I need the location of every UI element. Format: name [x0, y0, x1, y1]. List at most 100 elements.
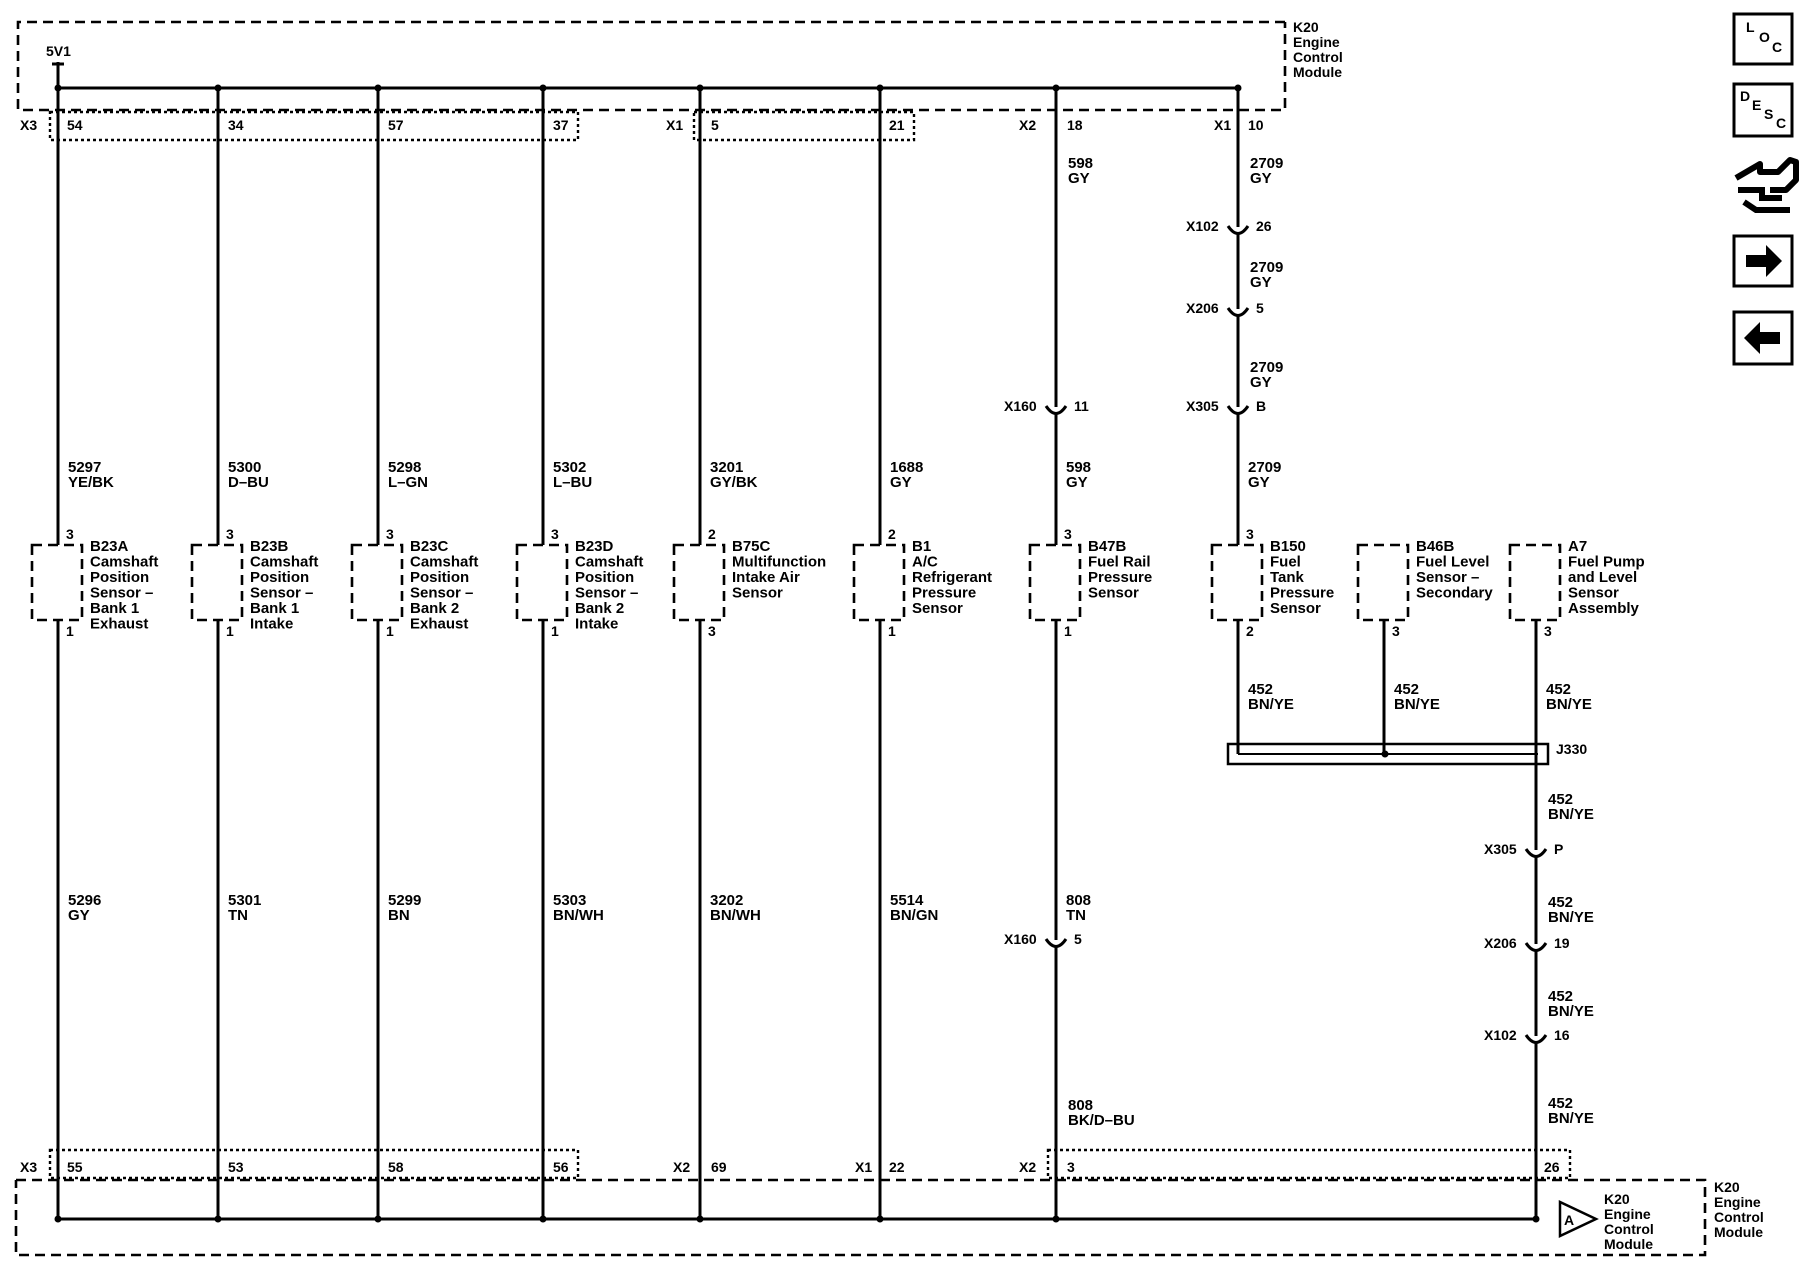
sensor-10-name-line-4: Sensor: [1568, 585, 1619, 602]
top-module-border: [16, 20, 1287, 112]
sensor-2-bottom-wire-num: 5301: [228, 892, 261, 909]
bottom-pin-55: 55: [67, 1159, 83, 1175]
sensor-9-box: [1356, 543, 1410, 622]
connector-x206-top-female: [1226, 307, 1250, 317]
connector-x206-bottom-pin: 19: [1554, 935, 1570, 951]
sensor-8-top-pin: 3: [1246, 526, 1254, 542]
sensor-5-name-line-2: Multifunction: [732, 554, 826, 571]
top-pin-10: 10: [1248, 117, 1264, 133]
previous-page-button[interactable]: [1732, 310, 1794, 366]
sensor-10-bottom-pin: 3: [1544, 623, 1552, 639]
connector-x206-bottom-name: X206: [1484, 935, 1517, 951]
sensor-5-bottom-junction: [696, 1215, 704, 1223]
connector-x305-bottom-female: [1524, 848, 1548, 858]
connector-x206-top-name: X206: [1186, 300, 1219, 316]
sensor-7-name-line-1: B47B: [1088, 538, 1127, 555]
sensor-6-bottom-pin: 1: [888, 623, 896, 639]
top-conn-x1b: X1: [1214, 117, 1231, 133]
connector-x102-top-pin: 26: [1256, 218, 1272, 234]
sensor-3-top-wire-color: L–GN: [388, 474, 428, 491]
connector-x160-bottom-female: [1044, 938, 1068, 948]
fuel-rail-bottom-extra-wire-num: 808: [1068, 1097, 1093, 1114]
sensor-1-name-line-5: Bank 1: [90, 600, 139, 617]
bottom-conn-x1: X1: [855, 1159, 872, 1175]
splice-j330-box: [1226, 742, 1550, 766]
next-page-button[interactable]: [1732, 234, 1794, 288]
sensor-8-bottom-pin: 2: [1246, 623, 1254, 639]
connector-x305-bottom: X305 P: [1484, 841, 1563, 867]
top-pin-57: 57: [388, 117, 404, 133]
sensor-6-box: [852, 543, 906, 622]
sensor-6-top-junction: [876, 84, 884, 92]
sensor-7-name-line-3: Pressure: [1088, 569, 1152, 586]
bottom-inner-label-2: Engine: [1604, 1206, 1651, 1222]
splice-j330-label: J330: [1556, 741, 1587, 757]
description-letter-d: D: [1740, 88, 1750, 104]
sensor-4-name-line-5: Bank 2: [575, 600, 624, 617]
bottom-conn-x2a: X2: [673, 1159, 690, 1175]
sensor-2-name-line-2: Camshaft: [250, 554, 318, 571]
connector-view-button[interactable]: [1734, 157, 1799, 213]
sensor-1-name-line-1: B23A: [90, 538, 129, 555]
description-letter-c: C: [1776, 115, 1786, 131]
top-pin-34: 34: [228, 117, 244, 133]
sensor-8-bottom-wire-num: 452: [1248, 681, 1273, 698]
sensor-4-top-pin: 3: [551, 526, 559, 542]
sensor-6-name-line-2: A/C: [912, 554, 938, 571]
sensor-5-bottom-wire-num: 3202: [710, 892, 743, 909]
pump-wire-3-color: BN/YE: [1548, 1003, 1594, 1020]
sensor-9-name-line-1: B46B: [1416, 538, 1455, 555]
sensor-8-name-line-5: Sensor: [1270, 600, 1321, 617]
sensor-column-8: 32B150FuelTankPressureSensor2709GY452BN/…: [1210, 84, 1334, 754]
connector-x305-bottom-name: X305: [1484, 841, 1517, 857]
bottom-pin-labels: X3 55 53 58 56 X2 69 X1 22 X2 3 26: [20, 1159, 1560, 1175]
sensor-4-bottom-pin: 1: [551, 623, 559, 639]
sensor-6-bottom-junction: [876, 1215, 884, 1223]
sensor-7-bottom-junction: [1052, 1215, 1060, 1223]
fuel-tank-wire-1-color: GY: [1250, 170, 1272, 187]
top-module-label-3: Control: [1293, 49, 1343, 65]
sensor-2-top-pin: 3: [226, 526, 234, 542]
sensor-10-box: [1508, 543, 1562, 622]
top-module-label-1: K20: [1293, 19, 1319, 35]
pump-bottom-junction: [1532, 1215, 1540, 1223]
bottom-inner-label-1: K20: [1604, 1191, 1630, 1207]
connector-x102-bottom-name: X102: [1484, 1027, 1517, 1043]
connector-x305-bottom-pin: P: [1554, 841, 1563, 857]
sensor-column-6: 21B1A/CRefrigerantPressureSensor1688GY55…: [852, 84, 992, 1223]
description-icon: [1732, 82, 1794, 138]
sensor-4-name-line-1: B23D: [575, 538, 614, 555]
sensor-3-name-line-6: Exhaust: [410, 616, 468, 633]
sensor-7-bottom-wire-num: 808: [1066, 892, 1091, 909]
sensor-5-top-wire-color: GY/BK: [710, 474, 758, 491]
sensor-3-box: [350, 543, 404, 622]
sensor-1-top-pin: 3: [66, 526, 74, 542]
sensor-1-bottom-wire-color: GY: [68, 907, 90, 924]
sensor-6-name-line-5: Sensor: [912, 600, 963, 617]
sensor-7-name-line-4: Sensor: [1088, 585, 1139, 602]
arrow-right-icon: [1746, 245, 1782, 277]
sensor-4-name-line-2: Camshaft: [575, 554, 643, 571]
sensor-9-bottom-pin: 3: [1392, 623, 1400, 639]
location-button[interactable]: L O C: [1732, 12, 1794, 66]
top-pin-54: 54: [67, 117, 83, 133]
sensor-2-name-line-3: Position: [250, 569, 309, 586]
sensor-7-bottom-wire-color: TN: [1066, 907, 1086, 924]
connector-x102-bottom-female: [1524, 1034, 1548, 1044]
bottom-pin-56: 56: [553, 1159, 569, 1175]
sensor-6-top-wire-color: GY: [890, 474, 912, 491]
sensor-9-name-line-2: Fuel Level: [1416, 554, 1489, 571]
sensor-10-name-line-2: Fuel Pump: [1568, 554, 1645, 571]
sensor-3-bottom-junction: [374, 1215, 382, 1223]
fuel-tank-wire-3-color: GY: [1250, 374, 1272, 391]
sensor-4-name-line-3: Position: [575, 569, 634, 586]
description-button[interactable]: D E S C: [1732, 82, 1794, 138]
sensor-8-name-line-1: B150: [1270, 538, 1306, 555]
